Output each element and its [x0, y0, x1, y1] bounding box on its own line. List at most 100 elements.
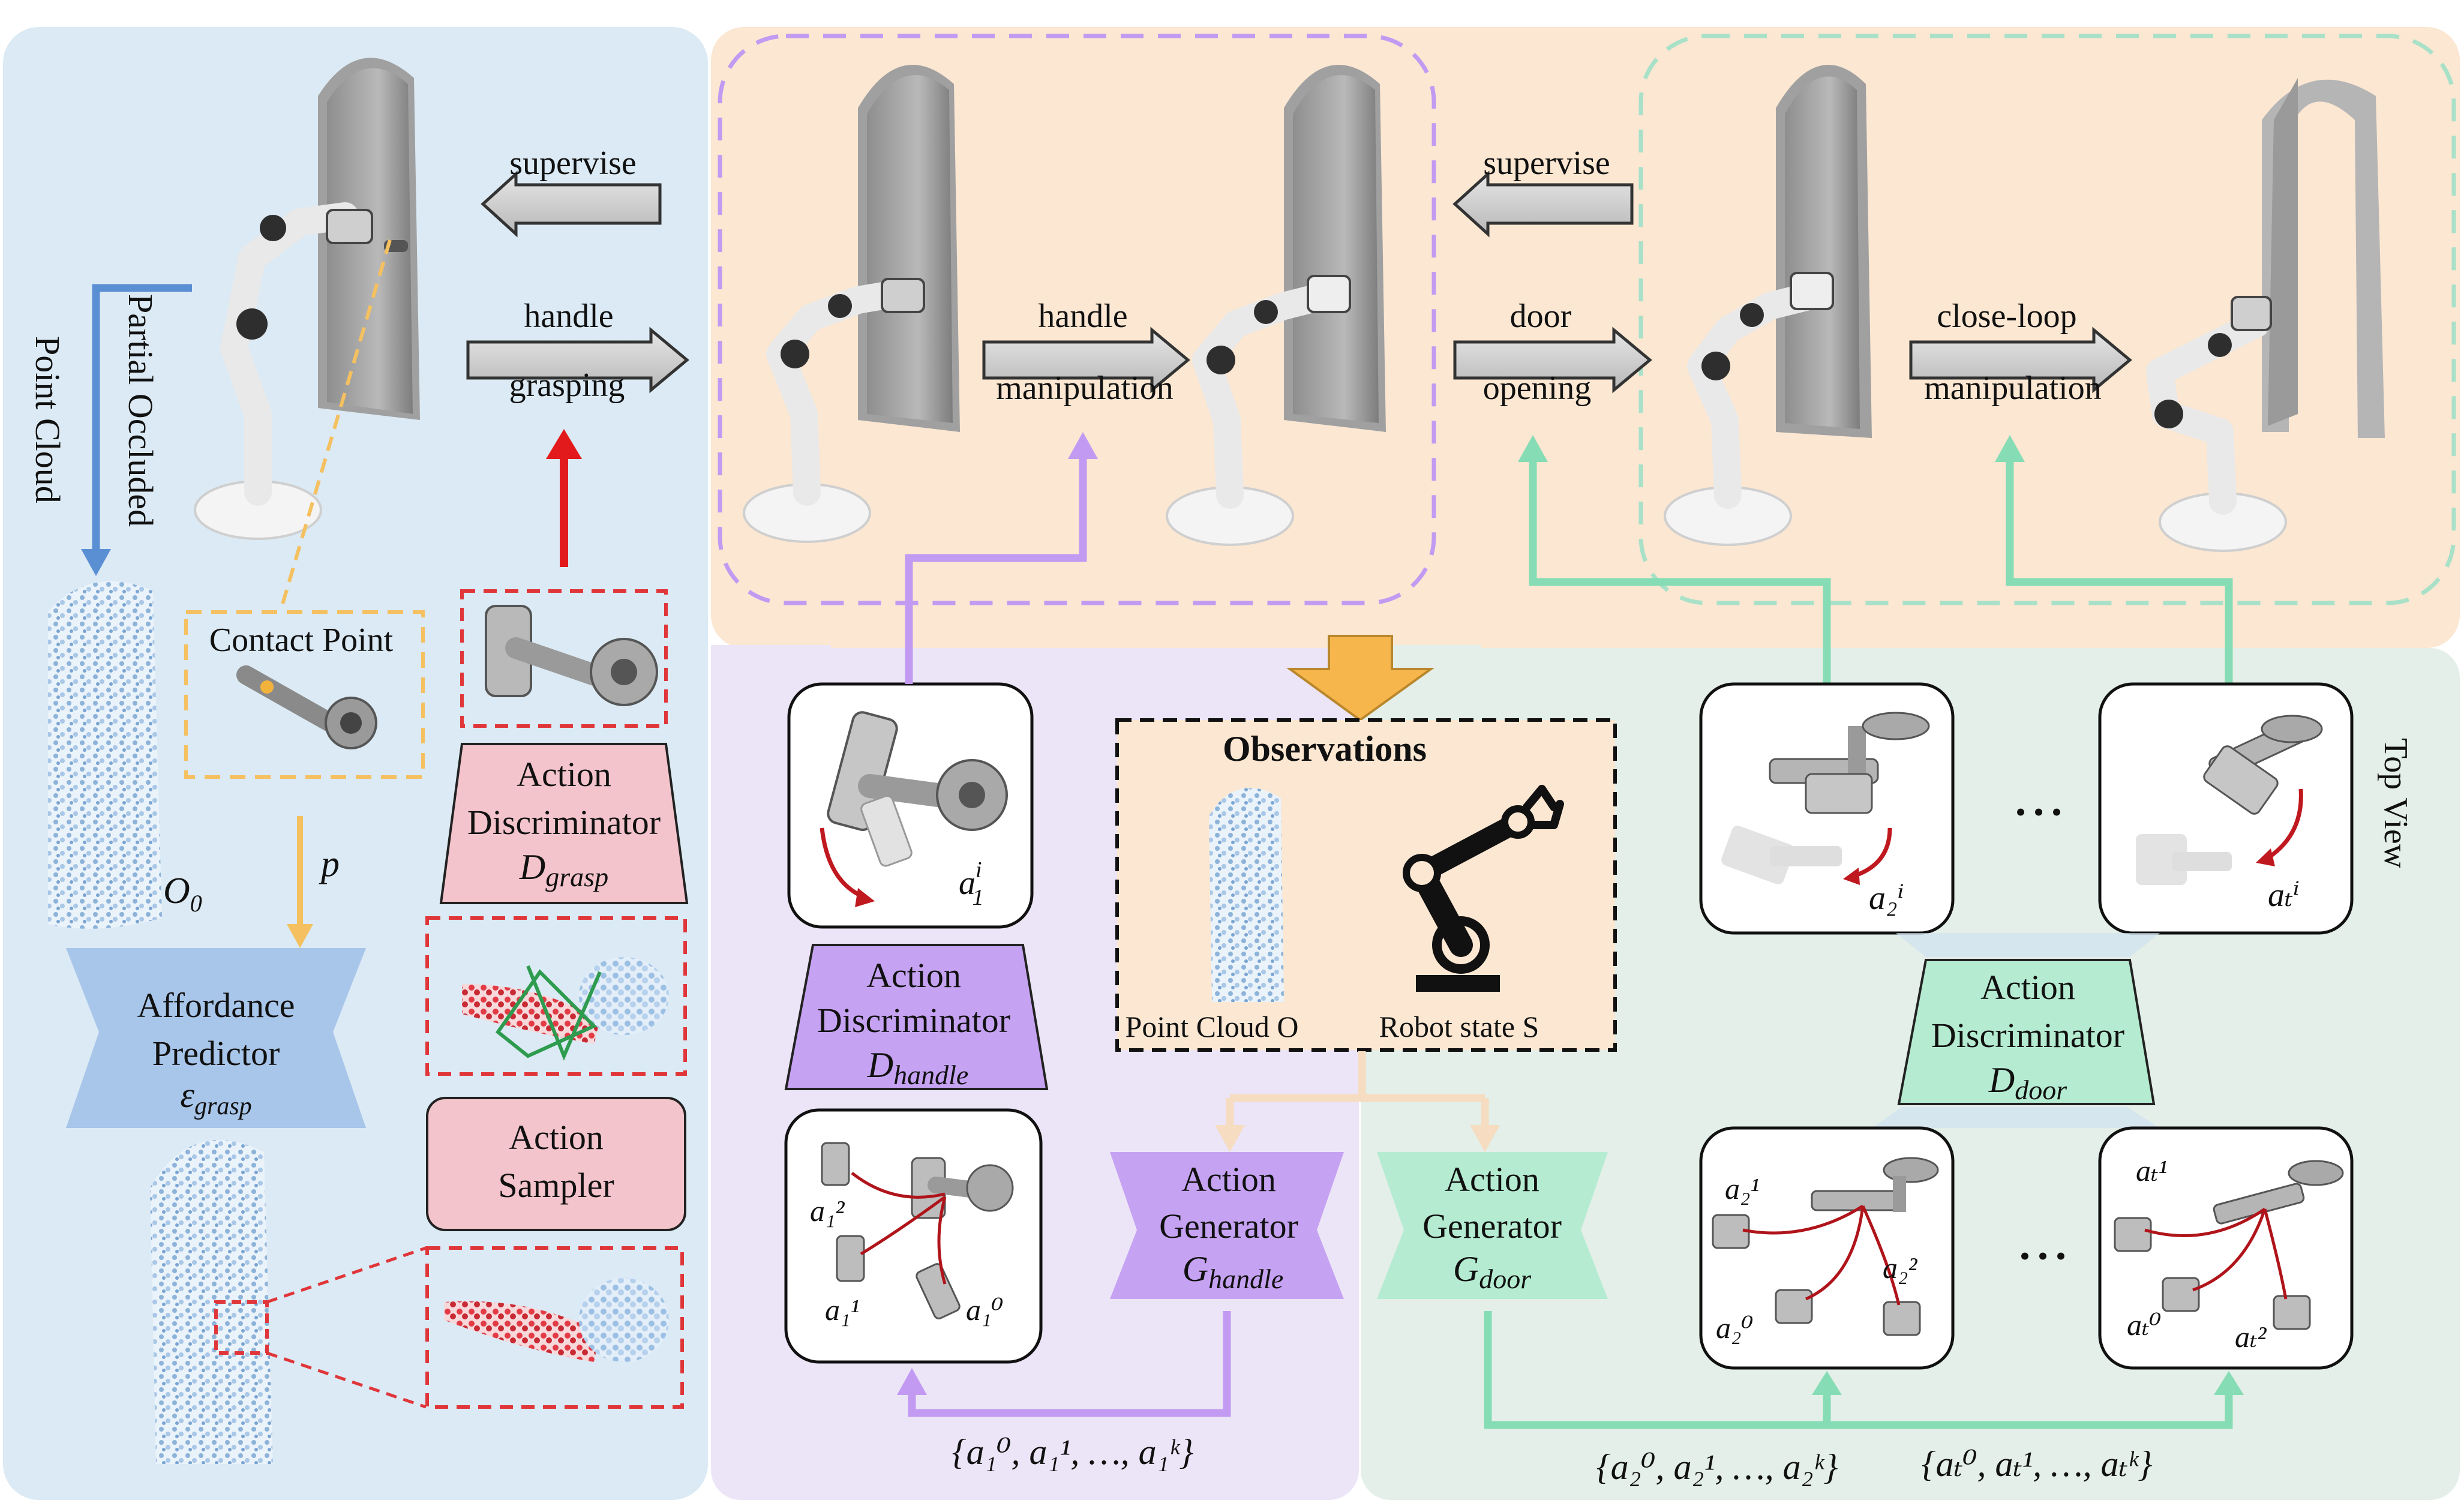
door-gen-return-arrow [1484, 1311, 2233, 1429]
scene-2 [1166, 65, 1386, 546]
gen-handle-block [1110, 1152, 1344, 1299]
disc-grasp-block [439, 743, 689, 904]
disc-door-label-1: Action [1980, 968, 2075, 1007]
handle-phase-dashed [718, 34, 1436, 605]
gen-door-label-2: Generator [1422, 1207, 1562, 1246]
robot-arm-icon [1403, 785, 1564, 992]
dots-top: • • • [2015, 795, 2062, 829]
cand-a22: a₂² [1883, 1251, 1917, 1285]
disc-door-block [1897, 959, 2156, 1105]
closeloop-label-2: manipulation [1924, 370, 2102, 407]
obs-point-cloud [1209, 788, 1284, 1002]
grasp-render-box [460, 589, 668, 728]
handle-grasping-label-2: grasping [509, 367, 625, 404]
point-cloud-label: Point Cloud [28, 336, 67, 503]
top-view-label: Top View [2377, 738, 2414, 869]
ati-label: aₜⁱ [2268, 877, 2300, 914]
sampler-label-1: Action [509, 1118, 604, 1157]
disc-door-label-2: Discriminator [1931, 1016, 2124, 1055]
door-feedback-head-2 [1995, 435, 2025, 462]
sampled-pc-render [444, 1278, 669, 1362]
affordance-label-1: Affordance [137, 986, 295, 1025]
gen-door-block [1377, 1152, 1608, 1299]
handle-manip-arrow [982, 326, 1190, 394]
dots-bottom: • • • [2019, 1239, 2066, 1273]
p-label: p [319, 844, 340, 884]
disc-door-fan-bottom [1872, 1107, 2160, 1128]
a2i-label: a₂ⁱ [1869, 880, 1904, 917]
handle-grasping-arrow [466, 326, 689, 394]
left-gripper [326, 209, 373, 244]
zoom-line-bottom [266, 1351, 427, 1409]
door-feedback-head-1 [1518, 435, 1548, 462]
sampled-pc-box [425, 1246, 684, 1409]
occluded-arrow-head [81, 549, 111, 576]
purple-panel-fill-top [711, 645, 831, 681]
scene-4 [2146, 78, 2385, 552]
cand-a10: a₁⁰ [966, 1293, 1003, 1327]
gen-handle-label-2: Generator [1159, 1207, 1298, 1246]
contact-point-label: Contact Point [209, 622, 394, 659]
observations-box [1115, 718, 1617, 1052]
grasp-pc-box [425, 916, 687, 1076]
top-panel [711, 27, 2460, 648]
closeloop-arrow [1909, 326, 2132, 394]
sampler-label-2: Sampler [498, 1166, 614, 1205]
cand-at0: aₜ⁰ [2127, 1308, 2161, 1342]
gen-door-label-1: Action [1445, 1160, 1539, 1199]
left-robot-arm [220, 202, 359, 506]
handle-gen-return-arrow [908, 1311, 1231, 1417]
top-supervise-label: supervise [1483, 145, 1610, 182]
zoom-line-top [266, 1246, 427, 1304]
p-arrow-head [287, 924, 313, 948]
affordance-symbol: εgrasp [180, 1075, 251, 1120]
left-supervise-label: supervise [509, 145, 637, 182]
gen-handle-symbol: Ghandle [1183, 1249, 1284, 1294]
handle-gen-return-head [897, 1368, 927, 1395]
gen-handle-label-1: Action [1181, 1160, 1276, 1199]
left-supervise-arrow [481, 170, 662, 238]
contact-leader-line [280, 239, 392, 607]
ati-render [2136, 715, 2323, 885]
obs-split-head-left [1215, 1125, 1245, 1152]
cand-at1: aₜ¹ [2136, 1154, 2167, 1187]
door2-candidates-render [1712, 1157, 1939, 1336]
zoom-source-box [214, 1300, 269, 1355]
disc-handle-label-1: Action [866, 956, 961, 995]
obs-split-arrow [1226, 1051, 1489, 1128]
affordance-label-2: Predictor [152, 1034, 280, 1073]
handle-feedback-arrow-head [1068, 432, 1098, 459]
closeloop-feedback-arrow [2006, 459, 2233, 684]
grasp-render [485, 605, 658, 706]
cand-a12: a₁² [810, 1194, 845, 1228]
cand-a21: a₂¹ [1725, 1172, 1759, 1205]
disc-door-symbol: Ddoor [1988, 1060, 2067, 1105]
doort-candidates-render [2114, 1160, 2344, 1330]
handle-manip-label-2: manipulation [996, 370, 1174, 407]
handle-grasping-label-1: handle [524, 298, 613, 335]
obs-pc-label: Point Cloud O [1126, 1010, 1299, 1043]
scene-3 [1664, 65, 1872, 546]
a1i-render [820, 711, 1008, 907]
set-doort-label: {aₜ⁰, aₜ¹, …, aₜᵏ} [1922, 1444, 2153, 1484]
observations-title: Observations [1223, 729, 1427, 769]
door-feedback-arrow [1529, 459, 1831, 684]
disc-grasp-label-2: Discriminator [467, 803, 661, 842]
door-gen-return-head-1 [1812, 1371, 1842, 1395]
o0-label: O0 [163, 871, 202, 917]
door-phase-dashed [1638, 34, 2456, 605]
action-sampler-block [426, 1097, 686, 1231]
disc-handle-block [784, 944, 1049, 1090]
full-point-cloud [150, 1140, 273, 1464]
cand-a11: a₁¹ [825, 1293, 859, 1327]
disc-handle-label-2: Discriminator [817, 1001, 1010, 1040]
disc-handle-symbol: Dhandle [867, 1045, 969, 1090]
disc-grasp-label-1: Action [517, 755, 611, 794]
door-opening-arrow [1453, 326, 1652, 394]
top-supervise-arrow [1452, 170, 1634, 238]
grasp-red-arrow-head [546, 429, 582, 459]
disc-grasp-symbol: Dgrasp [519, 847, 608, 892]
partial-point-cloud [48, 581, 162, 929]
